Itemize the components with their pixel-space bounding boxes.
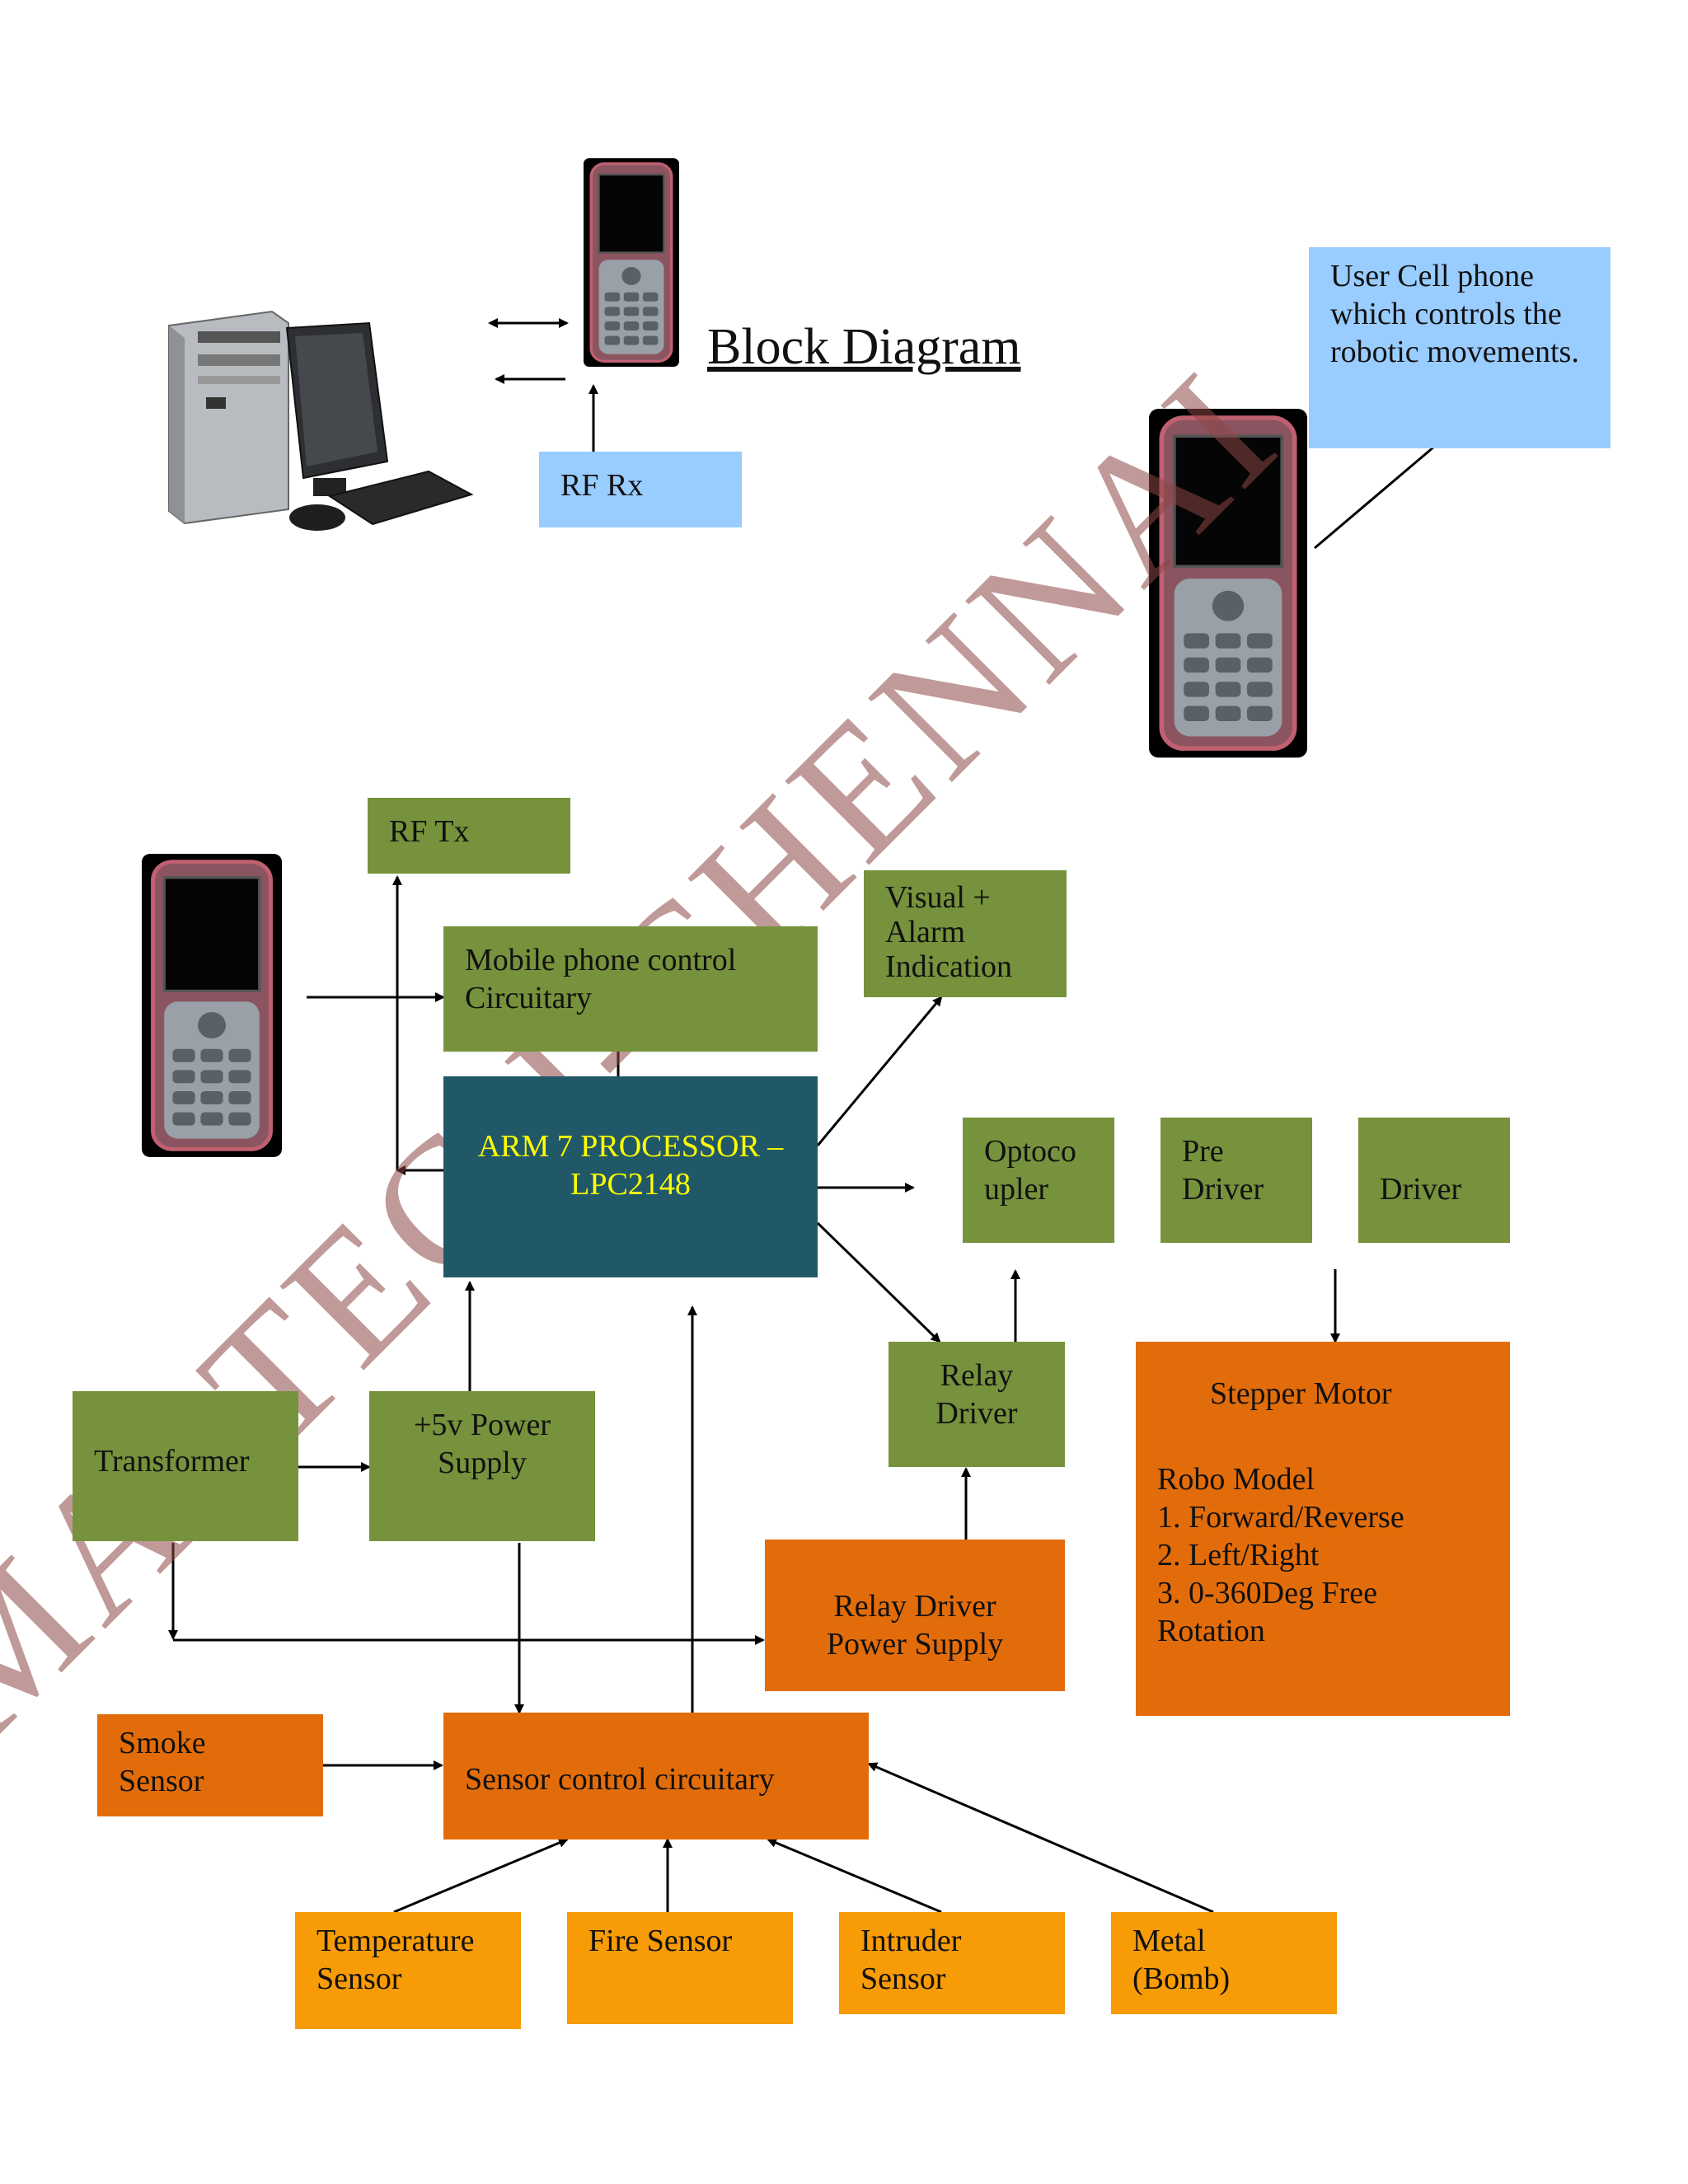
page-title: Block Diagram bbox=[707, 319, 1021, 375]
power-supply-label: +5v Power Supply bbox=[413, 1408, 551, 1480]
intruder-sensor-block: Intruder Sensor bbox=[839, 1912, 1065, 2014]
smoke-sensor-label: Smoke Sensor bbox=[119, 1726, 206, 1798]
relay-driver-label: Relay Driver bbox=[935, 1358, 1018, 1431]
rf-rx-label: RF Rx bbox=[560, 468, 644, 503]
visual-alarm-label: Visual + Alarm Indication bbox=[885, 880, 1013, 984]
user-cell-phone-note: User Cell phone which controls the robot… bbox=[1309, 247, 1611, 448]
relay-driver-power-supply-block: Relay Driver Power Supply bbox=[765, 1540, 1065, 1691]
rf-tx-block: RF Tx bbox=[368, 798, 570, 874]
rf-tx-label: RF Tx bbox=[389, 814, 470, 849]
driver-label: Driver bbox=[1380, 1172, 1462, 1207]
sensor-control-label: Sensor control circuitary bbox=[465, 1762, 775, 1797]
power-supply-block: +5v Power Supply bbox=[369, 1391, 595, 1541]
arm-processor-block: ARM 7 PROCESSOR – LPC2148 bbox=[443, 1076, 818, 1277]
transformer-label: Transformer bbox=[94, 1444, 250, 1479]
arrow-intruder-to-sensor-control bbox=[767, 1838, 942, 1914]
callout-line-user-cell bbox=[1314, 445, 1435, 550]
pre-driver-label: Pre Driver bbox=[1182, 1134, 1264, 1207]
temperature-sensor-label: Temperature Sensor bbox=[316, 1924, 475, 1996]
temperature-sensor-block: Temperature Sensor bbox=[295, 1912, 521, 2029]
stepper-motor-block: Stepper Motor Robo Model 1. Forward/Reve… bbox=[1136, 1342, 1510, 1716]
fire-sensor-block: Fire Sensor bbox=[567, 1912, 793, 2024]
arm-processor-label: ARM 7 PROCESSOR – LPC2148 bbox=[477, 1129, 784, 1202]
arrow-arm-to-visual-alarm bbox=[816, 996, 943, 1146]
smoke-sensor-block: Smoke Sensor bbox=[97, 1714, 323, 1816]
transformer-block: Transformer bbox=[73, 1391, 298, 1541]
optocoupler-label: Optoco upler bbox=[984, 1134, 1076, 1207]
user-cell-phone-label: User Cell phone which controls the robot… bbox=[1330, 259, 1579, 369]
pre-driver-block: Pre Driver bbox=[1160, 1118, 1312, 1243]
robo-model-label: Robo Model 1. Forward/Reverse 2. Left/Ri… bbox=[1157, 1462, 1404, 1648]
arrow-metal-to-sensor-control bbox=[867, 1762, 1214, 1914]
relay-driver-power-supply-label: Relay Driver Power Supply bbox=[826, 1589, 1004, 1661]
fire-sensor-label: Fire Sensor bbox=[588, 1924, 733, 1958]
intruder-sensor-label: Intruder Sensor bbox=[860, 1924, 962, 1996]
driver-block: Driver bbox=[1358, 1118, 1510, 1243]
optocoupler-block: Optoco upler bbox=[963, 1118, 1114, 1243]
metal-bomb-sensor-label: Metal (Bomb) bbox=[1132, 1924, 1231, 1996]
mobile-phone-control-block: Mobile phone control Circuitary bbox=[443, 926, 818, 1052]
arrow-temperature-to-sensor-control bbox=[393, 1838, 569, 1914]
visual-alarm-block: Visual + Alarm Indication bbox=[864, 870, 1067, 997]
arrow-arm-to-relay-driver bbox=[816, 1221, 941, 1343]
mobile-phone-control-label: Mobile phone control Circuitary bbox=[465, 943, 737, 1015]
relay-driver-block: Relay Driver bbox=[889, 1342, 1065, 1467]
metal-bomb-sensor-block: Metal (Bomb) bbox=[1111, 1912, 1337, 2014]
rf-rx-block: RF Rx bbox=[539, 452, 742, 527]
sensor-control-block: Sensor control circuitary bbox=[443, 1713, 869, 1840]
stepper-motor-label: Stepper Motor bbox=[1210, 1376, 1392, 1411]
